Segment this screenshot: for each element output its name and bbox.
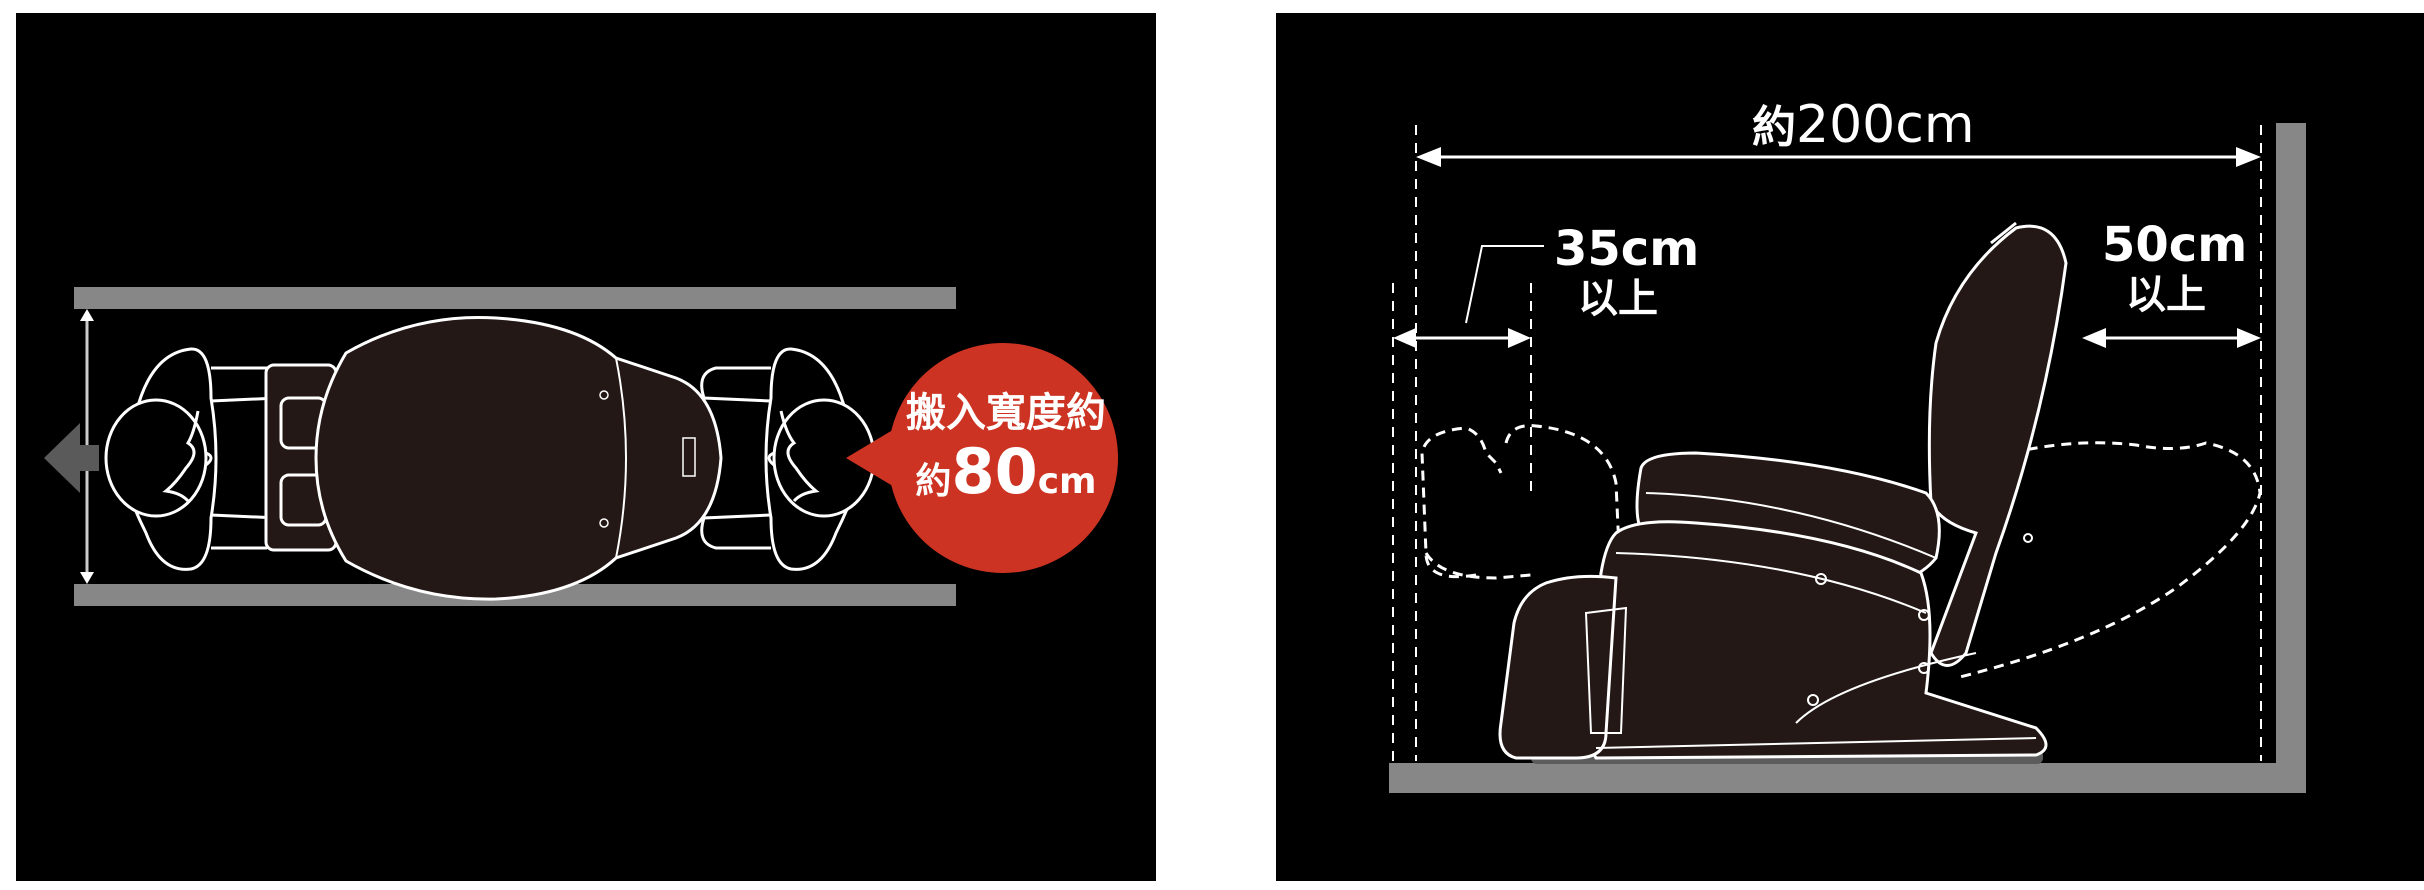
total-length-label: 約200cm: [1752, 99, 1975, 151]
top-wall: [74, 287, 956, 309]
total-length-value: 200cm: [1796, 95, 1975, 155]
side-view-illustration: [1389, 123, 2306, 793]
side-view-panel: 約200cm 35cm 以上 50cm 以上: [1276, 13, 2424, 881]
callout-approx: 約: [915, 461, 952, 502]
front-clearance-suffix: 以上: [1578, 276, 1658, 322]
callout-value: 80: [951, 435, 1038, 508]
rear-clearance-dimension: [2082, 328, 2261, 348]
callout-value-row: 約80cm: [901, 441, 1111, 503]
rear-clearance-suffix: 以上: [2126, 272, 2206, 318]
front-clearance-dimension: [1393, 245, 1544, 348]
front-clearance-value: 35cm: [1554, 221, 1700, 277]
rear-wall: [2276, 123, 2306, 793]
guide-lines: [1392, 125, 2262, 761]
arrow-left-icon: [44, 423, 99, 493]
rear-clearance-value: 50cm: [2102, 217, 2248, 273]
top-view-illustration: [44, 287, 1118, 606]
width-callout-bubble: [846, 343, 1118, 573]
callout-label: 搬入寬度約: [906, 390, 1106, 436]
floor: [1389, 763, 2306, 793]
person-left-icon: [104, 347, 282, 571]
backrest-reclined-outline: [1955, 441, 2262, 680]
approx-prefix: 約: [1752, 102, 1796, 153]
top-view-panel: 搬入寬度約 約80cm: [16, 13, 1156, 881]
chair-side-view: [1498, 221, 2068, 760]
chair-detail-lines: [1595, 492, 2037, 749]
total-length-dimension: [1416, 147, 2261, 167]
callout-unit: cm: [1037, 461, 1097, 502]
legrest-extended-outline: [1420, 424, 1623, 594]
chair-top-body: [314, 315, 723, 601]
person-right-icon: [700, 347, 876, 571]
